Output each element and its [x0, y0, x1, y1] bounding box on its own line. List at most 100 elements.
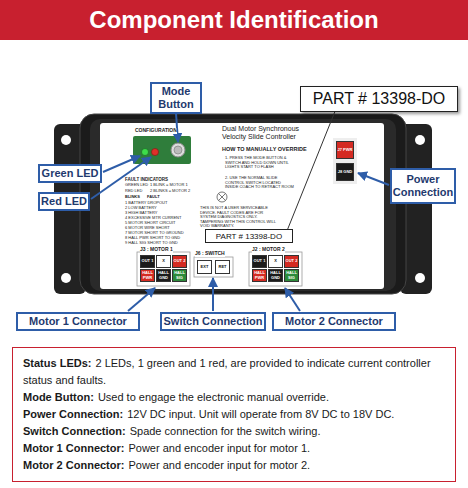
term-heading: Switch Connection: — [23, 425, 126, 437]
mount-hole — [415, 273, 425, 283]
pin-label: HALL SIG — [284, 269, 299, 282]
device-label-text: 2 LOW BATTERY — [125, 206, 157, 211]
device-label-text: 1. PRESS THE MODE BUTTON & SWITCH AND HO… — [225, 156, 295, 170]
leader-arrow — [212, 278, 214, 311]
callout-box: Switch Connection — [160, 312, 266, 331]
device-label-text: 6 MOTOR WIRE SHORT — [125, 226, 170, 231]
description-entry: Power Connection: 12V DC input. Unit will… — [23, 406, 445, 423]
device-label-text: 1 BATTERY DROPOUT — [125, 201, 167, 206]
device-label-text: J3 : MOTOR 1 — [140, 247, 173, 253]
device-label-text: RED LED — [125, 189, 142, 194]
connector-outline — [137, 252, 190, 286]
callout-box: Red LED — [38, 192, 90, 211]
mount-hole — [415, 135, 425, 145]
callout-box: Green LED — [38, 164, 102, 183]
pin-label: HALL GND — [156, 269, 171, 282]
callout-text: Motor 2 Connector — [285, 315, 383, 328]
pin-text: RET — [219, 265, 227, 270]
housing-bevel — [90, 119, 396, 291]
device-label-text: FAULT — [147, 195, 160, 200]
pin-text: HALL SIG — [285, 271, 298, 280]
connector-outline — [194, 257, 233, 277]
device-label-text: CONFIGURATION — [135, 128, 177, 134]
device-label-text: 7 MOTOR SHORT TO GROUND — [125, 231, 184, 236]
pin-text: OUT 1 — [254, 259, 266, 264]
term-heading: Motor 1 Connector: — [23, 442, 124, 454]
device-label-text: Dual Motor Synchronous — [222, 125, 299, 133]
pin-label: OUT 1 — [252, 255, 267, 268]
description-box: Status LEDs:2 LEDs, 1 green and 1 red, a… — [12, 347, 456, 482]
term-text: Power and encoder input for motor 1. — [128, 442, 310, 454]
connector-outline — [249, 252, 302, 286]
term-text: Used to engage the electronic manual ove… — [98, 391, 329, 403]
device-label-text: J6 : SWITCH — [195, 251, 225, 257]
pin-label: HALL PWR — [252, 269, 267, 282]
term-heading: Power Connection: — [23, 408, 123, 420]
mount-hole — [61, 273, 71, 283]
pin-text: HALL PWR — [141, 271, 154, 280]
device-label-text: 9 HALL SIG SHORT TO GND — [125, 241, 178, 246]
mount-hole — [61, 135, 71, 145]
pin-text: J8 GND — [338, 170, 352, 175]
mode-button-cap — [174, 146, 182, 154]
device-label-text: BLINKS — [125, 195, 140, 200]
mode-button — [171, 143, 185, 157]
label-panel — [100, 123, 384, 289]
callout-text: Power Connection — [393, 173, 453, 199]
device-label-text: 5 MOTOR SHORT CIRCUIT — [125, 221, 175, 226]
device-label-text: 2. USE THE NORMAL SLIDE CONTROL SWITCH L… — [225, 176, 295, 190]
term-heading: Motor 2 Connector: — [23, 459, 124, 471]
pin-text: OUT 1 — [142, 259, 154, 264]
device-label-text: FAULT INDICATORS — [125, 177, 168, 182]
term-text: 12V DC input. Unit will operate from 8V … — [127, 408, 394, 420]
device-label-text: 4 EXCESSIVE MTR CURRENT — [125, 216, 181, 221]
green-led — [142, 149, 149, 156]
pin-label: EXT — [197, 260, 212, 274]
callout-box: Mode Button — [150, 82, 202, 114]
callout-text: PART # 13398-DO — [313, 90, 446, 108]
pin-text: J7 PWR — [338, 148, 353, 153]
pin-text: HALL GND — [157, 271, 170, 280]
leader-arrow — [128, 288, 155, 311]
callout-text: Switch Connection — [164, 315, 263, 328]
callout-box: Motor 1 Connector — [16, 312, 140, 331]
screw-symbol-cross — [219, 194, 226, 201]
pin-label: X — [268, 255, 283, 268]
callout-box: Power Connection — [390, 168, 456, 204]
housing — [80, 114, 406, 294]
device-label-text: HOW TO MANUALLY OVERRIDE — [222, 146, 307, 152]
device-label-text: 8 HALL PWR SHORT TO GND — [125, 236, 180, 241]
term-text: Power and encoder input for motor 2. — [128, 459, 310, 471]
pin-text: EXT — [201, 265, 209, 270]
description-entry: Motor 2 Connector: Power and encoder inpu… — [23, 457, 445, 474]
pin-label: HALL PWR — [140, 269, 155, 282]
term-heading: Status LEDs: — [23, 357, 91, 369]
title-banner — [0, 0, 468, 40]
pin-label: HALL SIG — [172, 269, 187, 282]
pin-label: OUT 1 — [140, 255, 155, 268]
device-label-text: 2 BLINKS = MOTOR 2 — [150, 189, 190, 194]
leader-arrow — [285, 288, 300, 311]
description-entry: Mode Button: Used to engage the electroni… — [23, 389, 445, 406]
pin-text: HALL PWR — [253, 271, 266, 280]
leader-arrow — [358, 173, 389, 185]
callout-text: PART # 13398-DO — [216, 232, 282, 241]
led-board — [133, 136, 191, 164]
pin-text: HALL SIG — [173, 271, 186, 280]
pin-label: HALL GND — [268, 269, 283, 282]
pin-text: HALL GND — [269, 271, 282, 280]
description-entry: Switch Connection: Spade connection for t… — [23, 423, 445, 440]
pin-label: RET — [215, 260, 230, 274]
callout-text: Red LED — [41, 195, 87, 208]
term-heading: Mode Button: — [23, 391, 94, 403]
pin-text: OUT 2 — [286, 259, 298, 264]
pin-text: X — [162, 259, 165, 264]
term-text: Spade connection for the switch wiring. — [130, 425, 321, 437]
screw-symbol — [217, 192, 227, 202]
pin-label: OUT 2 — [284, 255, 299, 268]
callout-box: Motor 2 Connector — [272, 312, 396, 331]
description-entry: Status LEDs:2 LEDs, 1 green and 1 red, a… — [23, 355, 445, 389]
pin-label: X — [156, 255, 171, 268]
part-number-box: PART # 13398-DO — [300, 86, 458, 112]
